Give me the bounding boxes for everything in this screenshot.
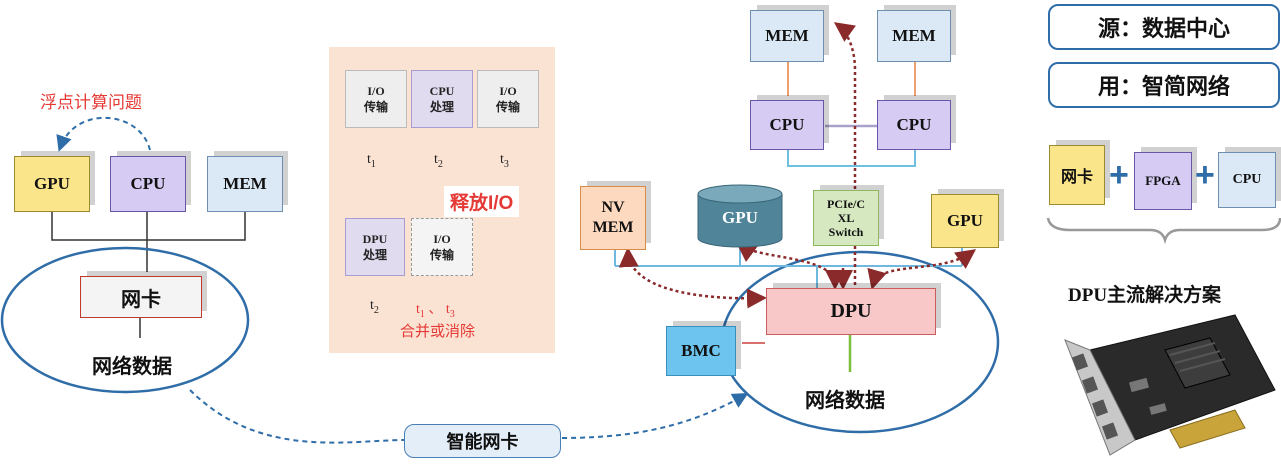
pcie-line2: XL: [837, 211, 855, 225]
top-io-cell-1: I/O 传输: [345, 70, 407, 128]
smart-nic-link: [189, 389, 406, 444]
t3-label: t3: [500, 152, 509, 170]
solution-title: DPU主流解决方案: [1068, 285, 1222, 306]
bottom-t2-label: t2: [370, 298, 379, 316]
smart-nic-pill: 智能网卡: [404, 424, 561, 458]
right-network-data: 网络数据: [805, 390, 885, 412]
sidebar-nic-label: 网卡: [1060, 169, 1093, 186]
sidebar-nic-box: 网卡: [1049, 145, 1105, 205]
right-cpu-2-label: CPU: [896, 115, 932, 134]
dpu-label: DPU: [830, 300, 872, 322]
pcie-line3: Switch: [828, 225, 864, 239]
sidebar-cpu-label: CPU: [1232, 172, 1262, 187]
source-pill: 源：数据中心: [1048, 4, 1280, 50]
bottom-dpu-cell: DPU 处理: [345, 218, 405, 276]
right-mem-2-label: MEM: [892, 26, 936, 45]
plus-icon-2: +: [1195, 156, 1215, 194]
usage-pill: 用：智简网络: [1048, 62, 1280, 108]
plus-icon-1: +: [1109, 156, 1129, 194]
float-calc-label: 浮点计算问题: [40, 93, 142, 112]
gpu-cylinder: GPU: [697, 184, 783, 248]
left-mem-label: MEM: [223, 174, 267, 193]
left-cpu-box: CPU: [110, 156, 186, 212]
top-io-2-line2: 传输: [495, 100, 520, 114]
right-mem-1-label: MEM: [765, 26, 809, 45]
right-mem-box-1: MEM: [750, 10, 824, 62]
right-gpu-box: GPU: [931, 194, 999, 248]
bottom-dpu-line2: 处理: [362, 248, 387, 262]
bmc-box: BMC: [666, 326, 736, 376]
release-io-label: 释放I/O: [444, 186, 520, 217]
right-cpu-1-label: CPU: [769, 115, 805, 134]
bottom-io-line1: I/O: [433, 232, 451, 246]
left-gpu-box: GPU: [14, 156, 90, 212]
left-mem-box: MEM: [207, 156, 283, 212]
bmc-label: BMC: [681, 341, 721, 360]
merge-label: 合并或消除: [400, 323, 476, 340]
usage-text: 用：智简网络: [1097, 74, 1230, 99]
top-io-1-line1: I/O: [367, 84, 385, 98]
smart-nic-label: 智能网卡: [446, 432, 519, 452]
source-text: 源：数据中心: [1097, 16, 1230, 41]
pcie-switch-box: PCIe/C XL Switch: [813, 190, 879, 246]
right-cpu-box-2: CPU: [877, 100, 951, 150]
float-arc: [56, 116, 151, 152]
nv-mem-line2: MEM: [592, 219, 634, 236]
t2-label: t2: [434, 152, 443, 170]
top-io-2-line1: I/O: [499, 84, 517, 98]
left-gpu-label: GPU: [34, 174, 70, 193]
sidebar-fpga-box: FPGA: [1134, 152, 1192, 210]
gpu-cylinder-shape: [697, 184, 783, 248]
dpu-mem-arrow: [833, 22, 857, 285]
merge-t-label: t1 、 t3: [416, 302, 455, 320]
top-cpu-line2: 处理: [429, 100, 454, 114]
right-mem-box-2: MEM: [877, 10, 951, 62]
dpu-card-image: [1064, 314, 1276, 456]
left-network-data: 网络数据: [92, 356, 172, 378]
bottom-io-line2: 传输: [429, 248, 454, 262]
top-io-cell-2: I/O 传输: [477, 70, 539, 128]
sidebar-brace: [1046, 217, 1281, 245]
left-nic-label: 网卡: [121, 288, 161, 311]
top-cpu-line1: CPU: [429, 84, 455, 98]
bottom-io-cell: I/O 传输: [411, 218, 473, 276]
top-io-1-line2: 传输: [363, 100, 388, 114]
left-nic-box: 网卡: [80, 276, 202, 318]
left-ellipse: [0, 246, 250, 394]
top-cpu-cell: CPU 处理: [411, 70, 473, 128]
pcie-line1: PCIe/C: [827, 197, 865, 211]
left-bus: [51, 212, 246, 241]
sidebar-cpu-box: CPU: [1218, 152, 1276, 208]
right-cpu-box-1: CPU: [750, 100, 824, 150]
nv-mem-box: NV MEM: [580, 186, 646, 250]
bottom-dpu-line1: DPU: [362, 232, 388, 246]
gpu-cylinder-label: GPU: [722, 208, 758, 227]
t1-label: t1: [367, 152, 376, 170]
right-gpu-label: GPU: [947, 211, 983, 230]
nv-mem-line1: NV: [601, 199, 625, 216]
sidebar-fpga-label: FPGA: [1145, 173, 1181, 188]
dpu-box: DPU: [766, 288, 936, 335]
left-cpu-label: CPU: [130, 174, 166, 193]
